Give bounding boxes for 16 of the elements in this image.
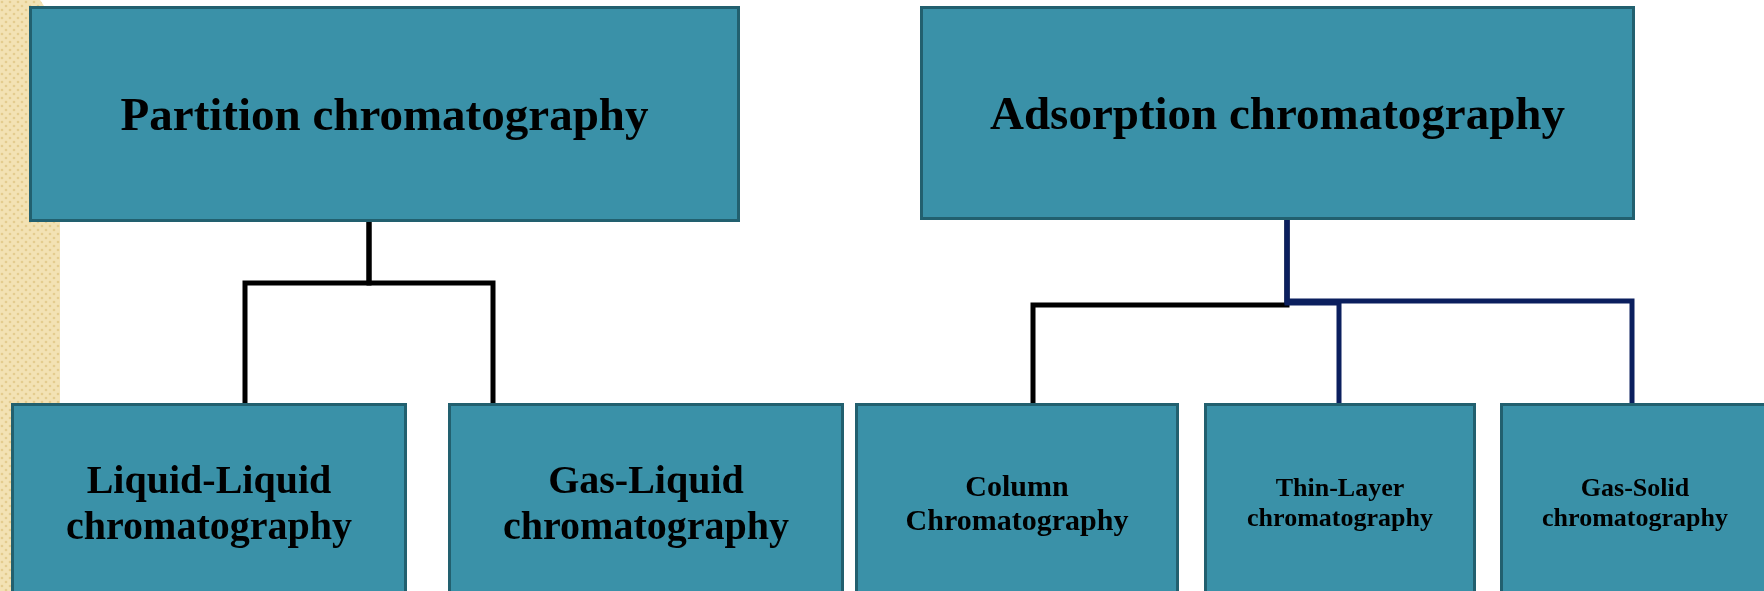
- connector-line: [1284, 220, 1635, 403]
- box-label: Partition chromatography: [120, 86, 649, 141]
- box-label: Adsorption chromatography: [990, 85, 1565, 140]
- category-box: [1500, 403, 1764, 591]
- connector-line: [366, 222, 496, 403]
- box-label: Gas-Liquid chromatography: [502, 457, 790, 549]
- box-label: Column Chromatography: [904, 468, 1130, 538]
- category-box: [855, 403, 1179, 591]
- box-label: Thin-Layer chromatography: [1246, 473, 1434, 533]
- category-box: [448, 403, 844, 591]
- box-label: Liquid-Liquid chromatography: [65, 457, 353, 549]
- category-box: [29, 6, 740, 222]
- category-box: [920, 6, 1635, 220]
- category-box: [11, 403, 407, 591]
- box-label: Gas-Solid chromatography: [1541, 473, 1729, 533]
- category-box: [1204, 403, 1476, 591]
